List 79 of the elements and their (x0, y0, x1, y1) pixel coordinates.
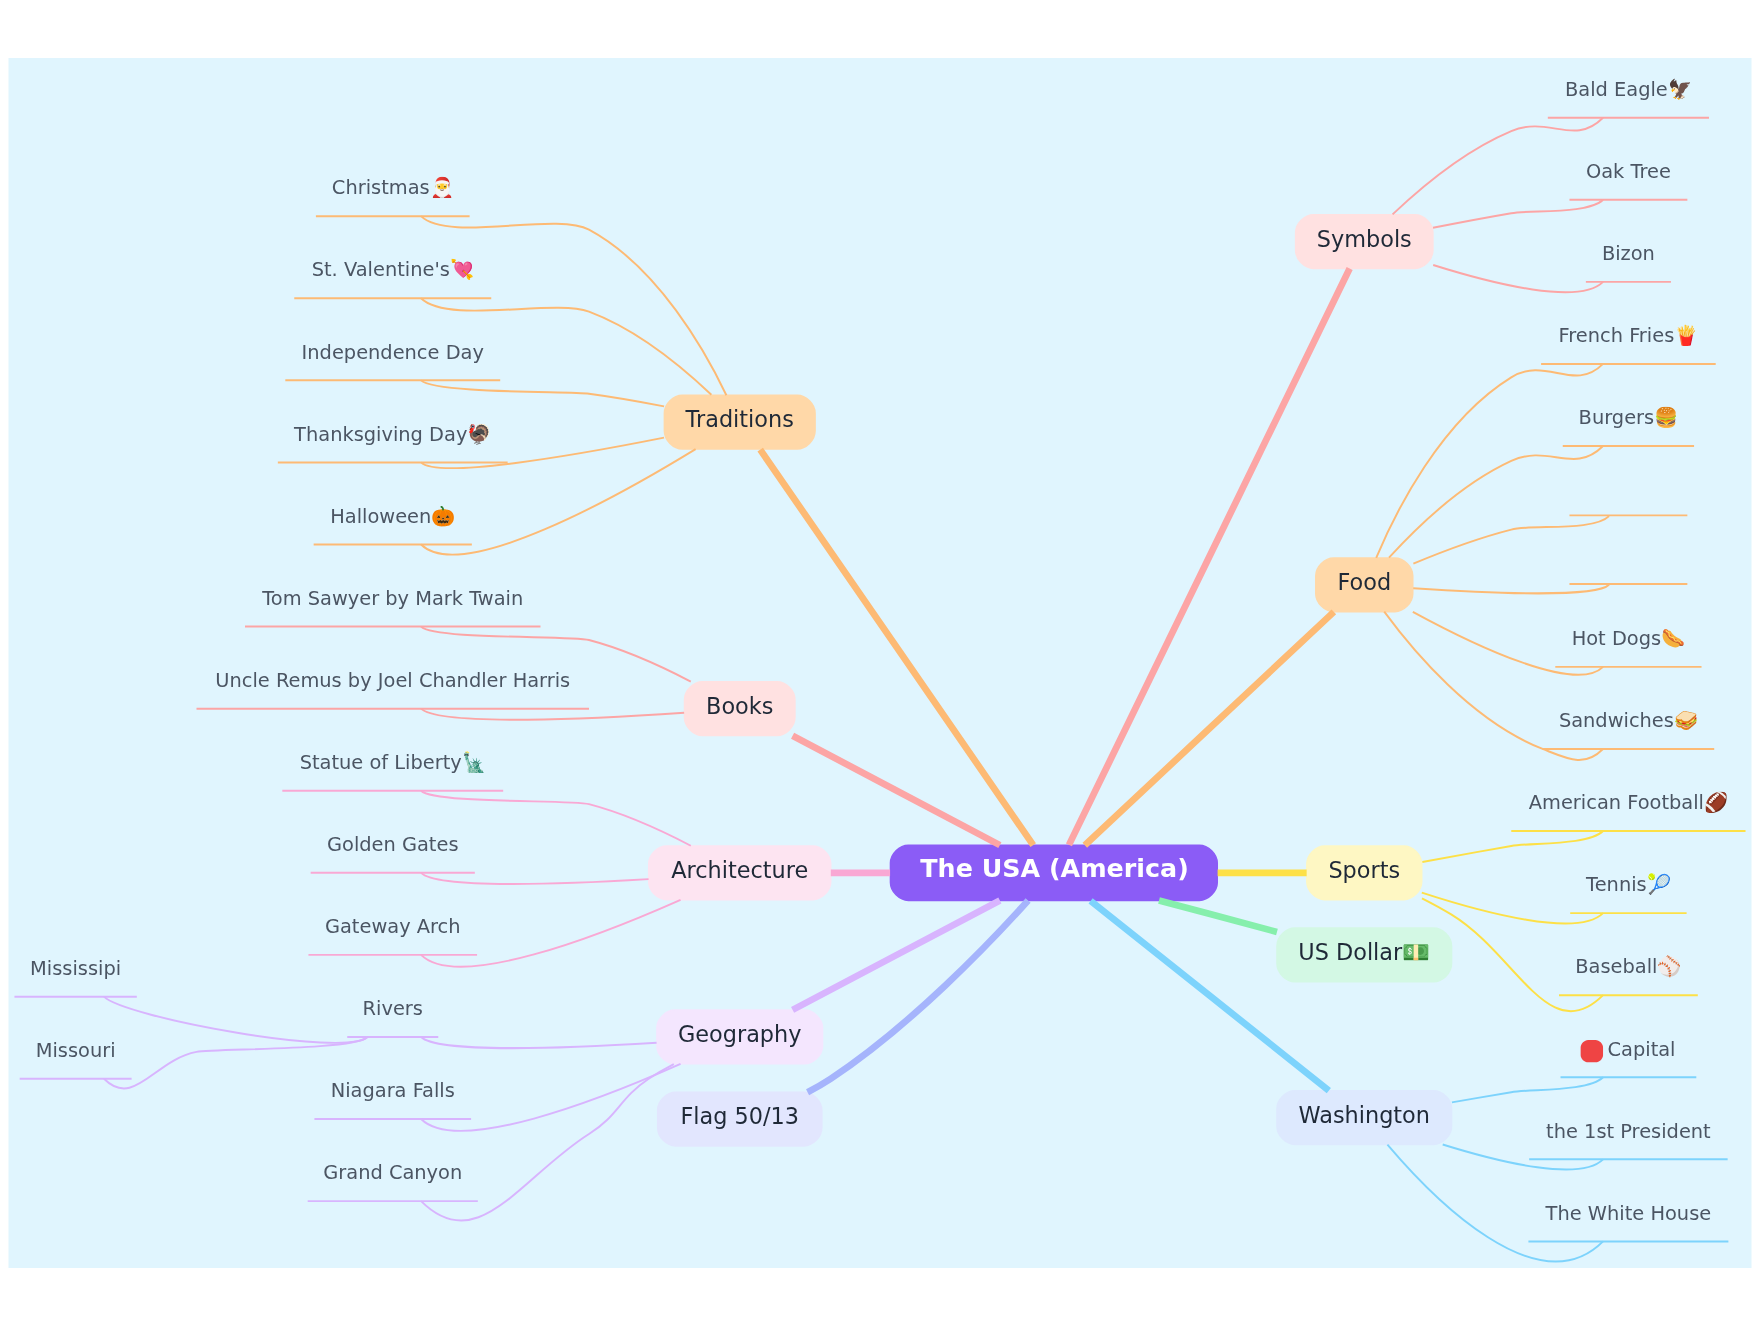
connector (1432, 198, 1604, 229)
connector (1082, 609, 1337, 848)
node-box: The USA (America) (889, 844, 1218, 902)
node-text: Christmas🎅 (331, 176, 454, 200)
connector (806, 898, 1031, 1096)
node-box: US Dollar💵 (1276, 927, 1453, 983)
connector (420, 707, 686, 721)
node-box: Sports (1306, 845, 1423, 901)
connector (1441, 1143, 1604, 1171)
connector (1217, 869, 1307, 877)
connector (420, 625, 692, 683)
connector (420, 297, 713, 396)
node-text: Missouri (35, 1038, 116, 1062)
connector (1411, 610, 1604, 676)
node-line (1568, 583, 1689, 585)
node-box: Geography (656, 1009, 824, 1065)
connector (791, 897, 1002, 1013)
connector (1412, 583, 1610, 595)
connector (1065, 267, 1353, 847)
connector (1412, 515, 1610, 565)
node-box: Washington (1276, 1089, 1453, 1146)
connector (420, 898, 682, 968)
node-text: Uncle Remus by Joel Chandler Harris (215, 668, 571, 692)
connector (420, 379, 666, 408)
connector (1375, 362, 1604, 559)
node-text: St. Valentine's💘 (311, 258, 474, 282)
connector (1450, 1076, 1604, 1104)
node-text: Gateway Arch (324, 915, 461, 939)
node-box: Books (683, 681, 796, 737)
connector (420, 1062, 682, 1132)
node-text: Independence Day (301, 340, 484, 364)
node-text: American Football🏈 (1528, 791, 1729, 815)
node-text: Halloween🎃 (330, 504, 456, 528)
node-text: Bald Eagle🦅 (1565, 77, 1692, 101)
node-text: the 1st President (1546, 1119, 1711, 1143)
connector (420, 1036, 658, 1049)
connector (1383, 610, 1604, 761)
connector (1421, 830, 1604, 864)
node-text: Burgers🍔 (1578, 406, 1679, 430)
node-text: Hot Dogs🌭 (1571, 627, 1686, 651)
node-box: Symbols (1294, 213, 1434, 270)
connector (830, 869, 891, 877)
node-box: Architecture (647, 845, 832, 901)
connector (1386, 1143, 1604, 1263)
node-text: Tennis🎾 (1586, 873, 1671, 897)
node-text: Tom Sawyer by Mark Twain (262, 586, 524, 610)
node-line (1568, 514, 1689, 517)
node-text: Sandwiches🥪 (1558, 709, 1698, 733)
connector (1391, 116, 1604, 216)
connector (420, 448, 697, 556)
node-text: Thanksgiving Day🦃 (294, 422, 492, 446)
connector (791, 732, 1002, 849)
node-text: Niagara Falls (330, 1079, 455, 1103)
node-box: Traditions (663, 394, 816, 450)
connector (1420, 891, 1604, 925)
node-text: Golden Gates (326, 833, 459, 857)
node-text: The White House (1545, 1201, 1712, 1225)
connector (420, 789, 692, 847)
connector (1088, 898, 1331, 1094)
node-text: Mississipi (30, 956, 122, 980)
node-text: Rivers (362, 997, 423, 1021)
connector (420, 436, 665, 470)
node-box: Food (1315, 557, 1414, 613)
connector (420, 1063, 675, 1222)
node-text: Bizon (1601, 242, 1655, 266)
connector (1421, 897, 1604, 1012)
node-box: Flag 50/13 (656, 1091, 823, 1147)
connector (420, 215, 728, 397)
node-text: Statue of Liberty🗽 (299, 750, 486, 774)
node-text: Grand Canyon (323, 1161, 463, 1185)
connector (1158, 897, 1278, 936)
connector (103, 1036, 369, 1090)
connector (1388, 445, 1604, 559)
node-text: Baseball⚾ (1575, 955, 1682, 979)
connector (757, 447, 1036, 847)
node-text: French Fries🍟 (1558, 324, 1699, 348)
connector (420, 871, 650, 885)
node-text: Oak Tree (1585, 159, 1671, 183)
connector (1432, 264, 1604, 294)
